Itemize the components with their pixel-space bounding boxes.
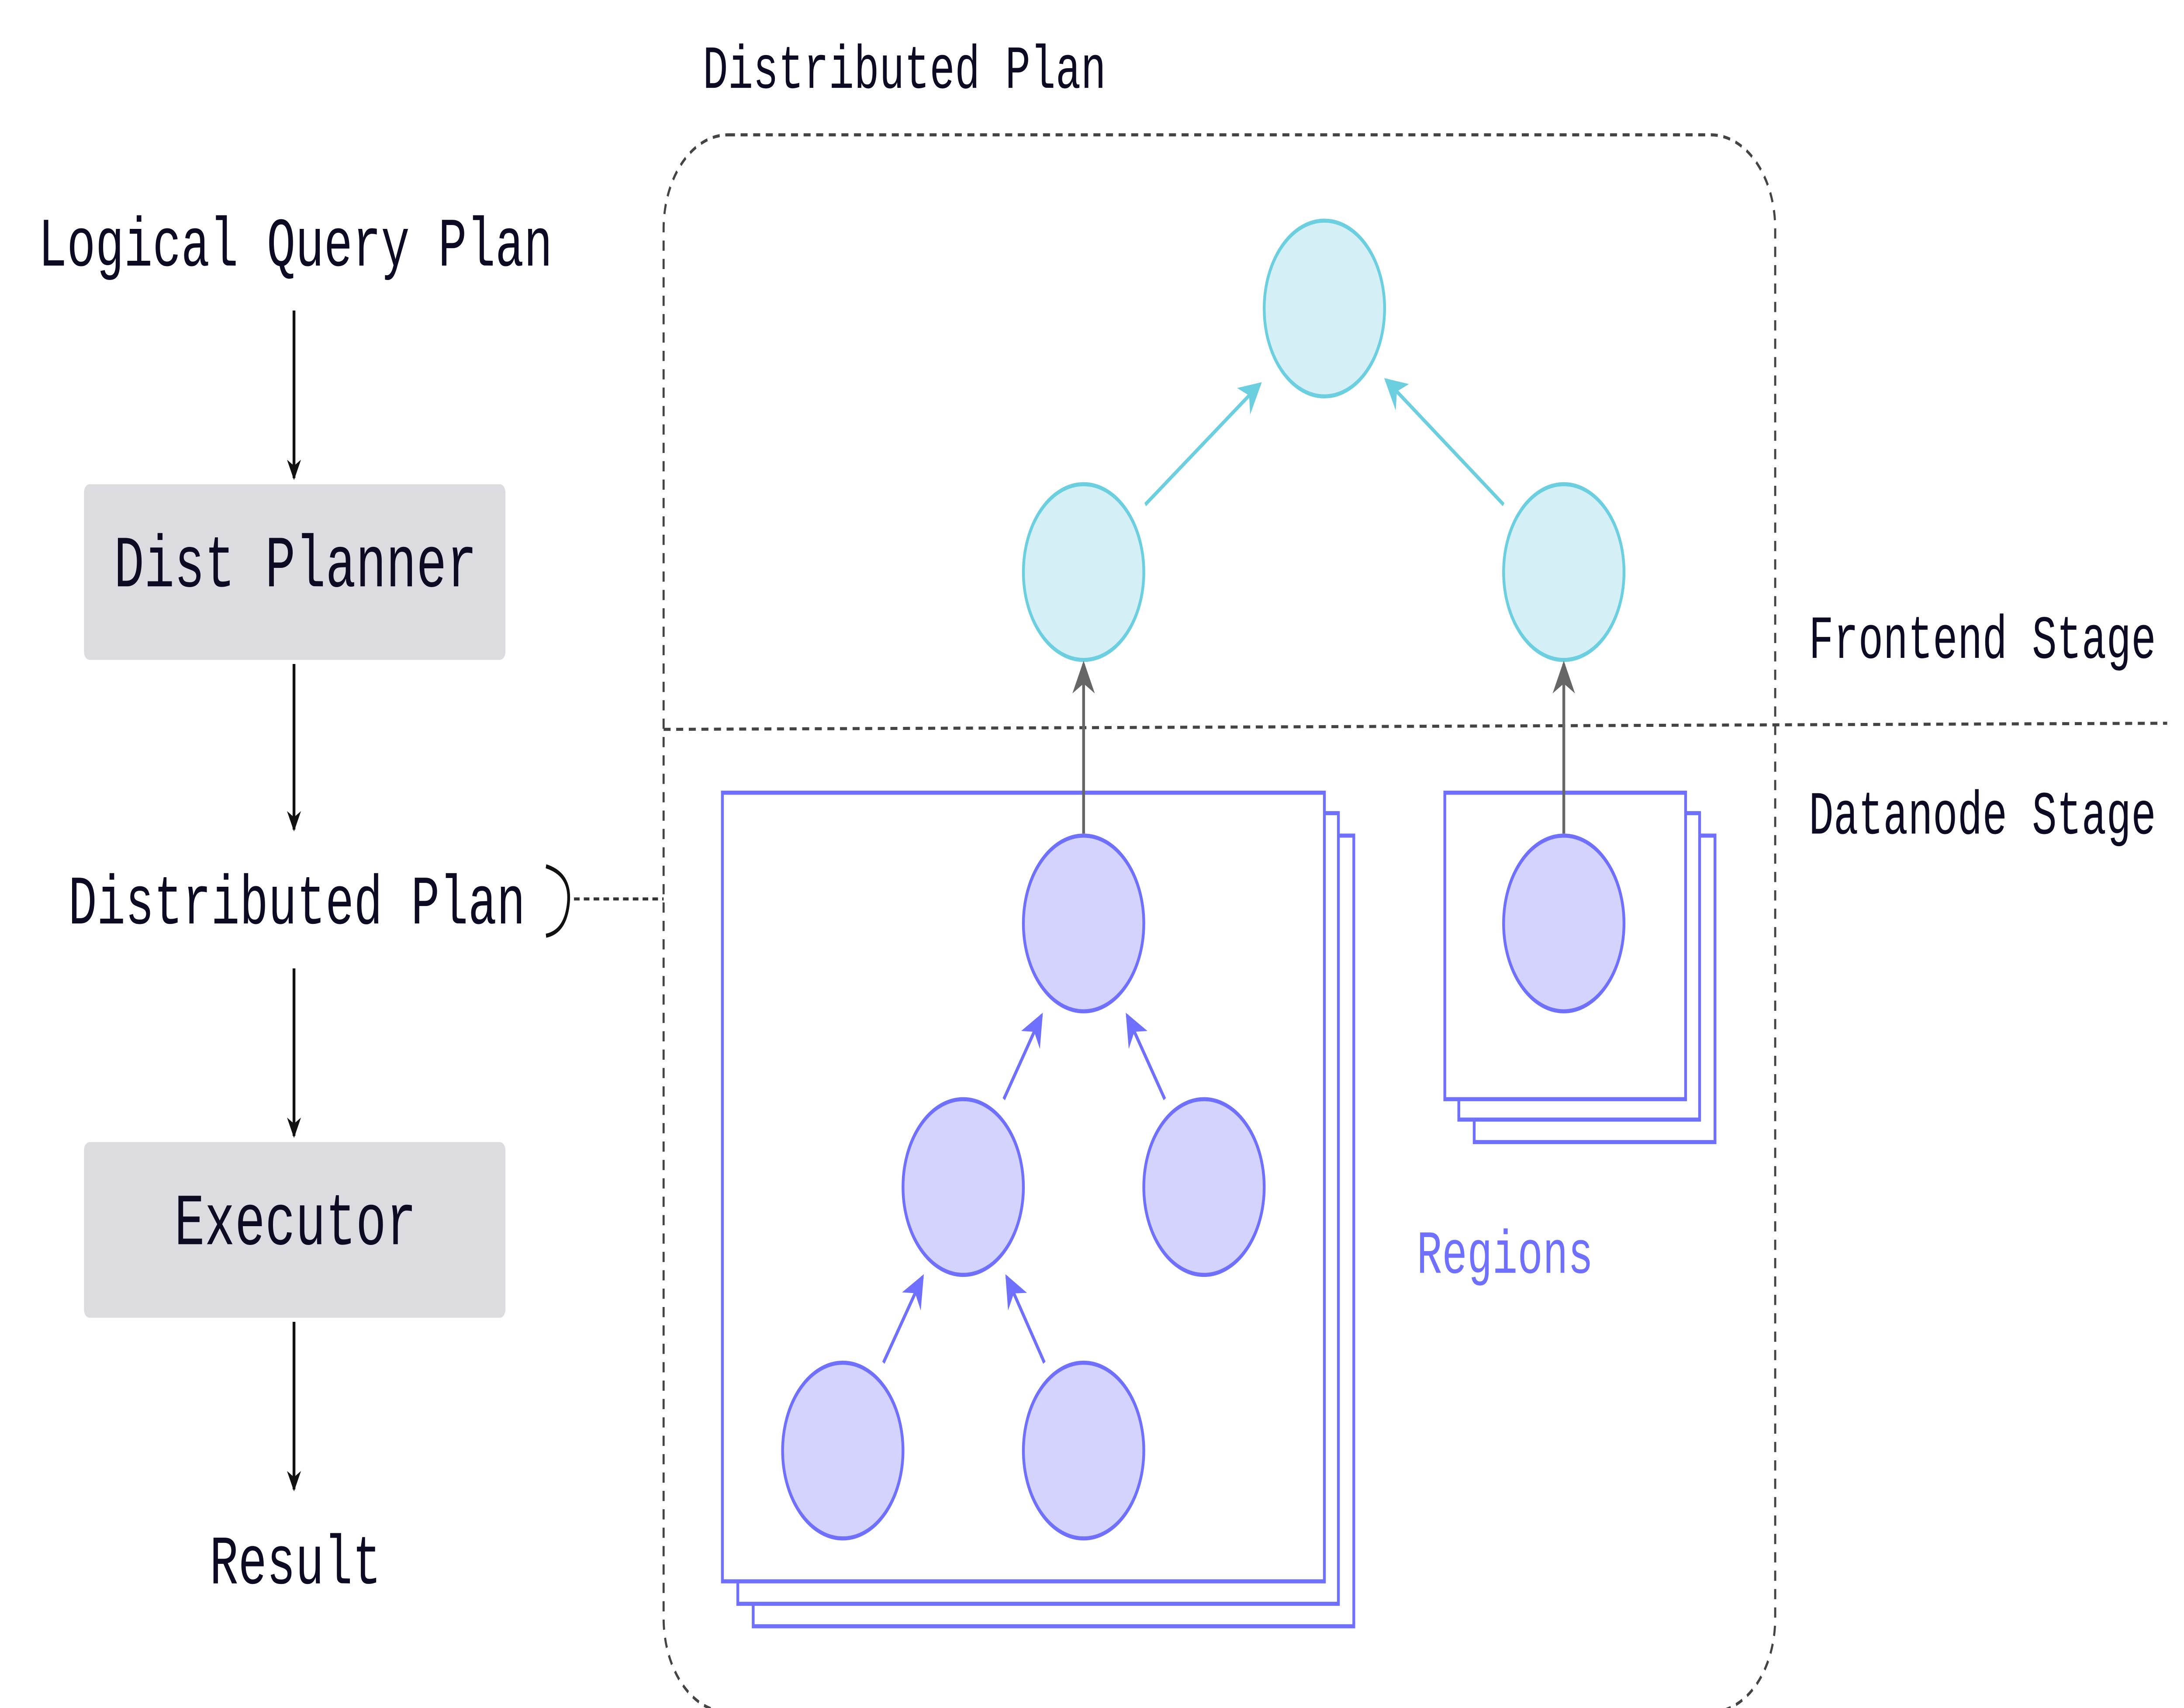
datanode-node — [1502, 833, 1626, 1013]
datanode-node — [781, 1360, 905, 1541]
datanode-node — [902, 1097, 1025, 1277]
datanode-arrow — [882, 1274, 924, 1364]
distributed-plan-title: Distributed Plan — [703, 38, 1106, 107]
dist-planner-label: Dist Planner — [114, 526, 477, 609]
logical-query-plan-label: Logical Query Plan — [38, 208, 553, 287]
distributed-plan-frame — [662, 133, 1776, 1708]
datanode-stage-label: Datanode Stage — [1809, 783, 2156, 853]
result-label: Result — [210, 1526, 381, 1604]
frontend-stage-label: Frontend Stage — [1809, 608, 2156, 677]
frontend-root-node — [1263, 218, 1386, 399]
frontend-arrow — [1144, 382, 1262, 507]
stage-divider — [663, 722, 2167, 731]
frontend-arrow — [1384, 378, 1505, 507]
dist-planner-box — [84, 484, 506, 660]
regions-label: Regions — [1417, 1222, 1593, 1292]
datanode-node — [1142, 1097, 1266, 1277]
frontend-node — [1022, 482, 1145, 662]
datanode-arrow — [1002, 1013, 1043, 1100]
datanode-arrow — [1005, 1274, 1046, 1364]
distributed-plan-label: Distributed Plan — [68, 866, 525, 944]
datanode-node — [1022, 1360, 1145, 1541]
frontend-node — [1502, 482, 1626, 662]
brace-icon — [546, 864, 570, 938]
datanode-root-node — [1022, 833, 1145, 1013]
executor-box — [84, 1142, 506, 1318]
datanode-arrow — [1126, 1013, 1166, 1100]
executor-label: Executor — [174, 1183, 416, 1266]
